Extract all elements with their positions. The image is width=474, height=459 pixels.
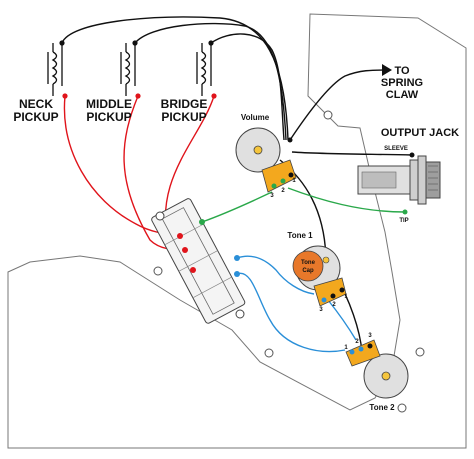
volume-lug-num: 3 bbox=[270, 193, 274, 199]
tone2-lug bbox=[349, 349, 355, 355]
tone-wires bbox=[236, 255, 357, 353]
volume-lug-num: 2 bbox=[281, 188, 285, 194]
screw-hole bbox=[323, 110, 333, 120]
bridge-pickup-coil bbox=[196, 43, 212, 96]
tone-cap-label: Cap bbox=[302, 268, 314, 274]
volume-to-tip-wire bbox=[287, 187, 406, 213]
tone1-lug-num: 2 bbox=[332, 302, 336, 308]
spring-claw-label: CLAW bbox=[386, 89, 419, 101]
tone2-lug-num: 3 bbox=[368, 333, 372, 339]
screw-hole bbox=[264, 348, 274, 358]
neck-pickup-label: NECK bbox=[19, 97, 53, 111]
neck-pickup-label: PICKUP bbox=[13, 110, 58, 124]
spring-claw-label: SPRING bbox=[381, 77, 423, 89]
tone2-lug-num: 2 bbox=[355, 339, 359, 345]
output-jack[interactable] bbox=[357, 155, 441, 205]
switch-mount-hole bbox=[155, 211, 165, 221]
jack-sleeve-label: SLEEVE bbox=[384, 146, 408, 152]
tone1-shaft-dot bbox=[322, 256, 330, 264]
tone2-lug bbox=[358, 346, 364, 352]
tone2-lug bbox=[367, 343, 373, 349]
output-jack-title: OUTPUT JACK bbox=[381, 127, 459, 139]
bridge-pickup-label: PICKUP bbox=[161, 110, 206, 124]
volume-label: Volume bbox=[241, 113, 270, 122]
tone1-pot[interactable] bbox=[292, 245, 347, 307]
output-wires bbox=[201, 187, 406, 223]
pickguard-outline bbox=[7, 13, 467, 449]
middle-pickup-coil bbox=[120, 43, 136, 96]
jack-tip-label: TIP bbox=[399, 218, 408, 224]
switch-to-tone2-wire bbox=[236, 272, 346, 353]
tone2-label: Tone 2 bbox=[369, 403, 395, 412]
tone1-lug bbox=[330, 293, 336, 299]
jack-sleeve-dot bbox=[409, 152, 415, 158]
switch-contacts bbox=[177, 219, 240, 277]
screw-hole bbox=[415, 347, 425, 357]
tone-cap-label: Tone bbox=[301, 260, 316, 266]
tone1-label: Tone 1 bbox=[287, 231, 313, 240]
tone1-lug bbox=[321, 297, 327, 303]
middle-pickup-label: MIDDLE bbox=[86, 97, 132, 111]
spring-claw-wire bbox=[289, 69, 387, 141]
tone1-lug bbox=[339, 287, 345, 293]
spring-claw-label: TO bbox=[394, 65, 410, 77]
ground-wires bbox=[61, 16, 413, 353]
screw-hole bbox=[397, 403, 407, 413]
volume-lug bbox=[280, 178, 286, 184]
volume-lug-num: 1 bbox=[292, 178, 296, 184]
pickup-lead-dots bbox=[59, 40, 217, 99]
volume-lug-plate bbox=[261, 159, 297, 193]
tone-capacitor bbox=[292, 250, 324, 282]
sleeve-wire bbox=[291, 151, 413, 156]
bridge-pickup-label: BRIDGE bbox=[161, 97, 208, 111]
tone1-to-tone2-wire bbox=[327, 299, 357, 341]
selector-switch[interactable] bbox=[151, 198, 246, 325]
spring-claw-arrow-icon bbox=[382, 64, 392, 76]
neck-pickup-coil bbox=[47, 43, 63, 96]
screw-holes bbox=[153, 110, 425, 413]
switch-to-tone1-wire bbox=[236, 255, 315, 295]
volume-pot[interactable] bbox=[235, 127, 297, 193]
volume-lug bbox=[271, 183, 277, 189]
bridge-ground-wire bbox=[210, 33, 285, 141]
tone1-lug-num: 3 bbox=[319, 307, 323, 313]
jack-tip-dot bbox=[402, 209, 408, 215]
tone2-pot[interactable] bbox=[345, 339, 409, 399]
volume-lug bbox=[288, 172, 294, 178]
tone2-lug-num: 1 bbox=[344, 345, 348, 351]
screw-hole bbox=[153, 266, 163, 276]
switch-mount-hole bbox=[235, 309, 245, 319]
tone1-lug-num: 1 bbox=[344, 294, 348, 300]
middle-pickup-label: PICKUP bbox=[86, 110, 131, 124]
switch-to-volume-wire bbox=[201, 191, 273, 223]
volume-ground-dot bbox=[287, 137, 293, 143]
